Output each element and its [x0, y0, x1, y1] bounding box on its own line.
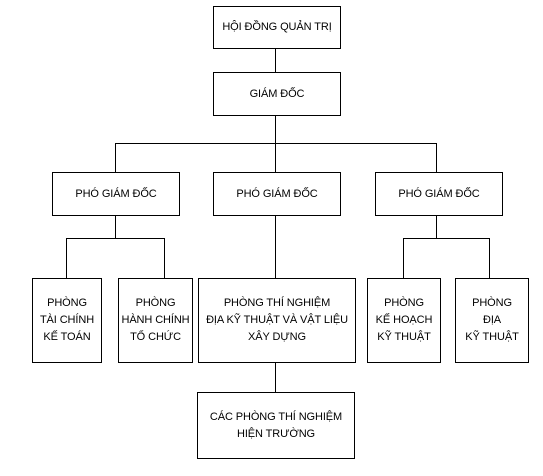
connector-lab-field: [275, 363, 276, 393]
deputy-director-box-right: PHÓ GIÁM ĐỐC: [375, 172, 503, 216]
box-text-line: PHÓ GIÁM ĐỐC: [236, 187, 318, 200]
connector-bus-deputy-center: [275, 143, 276, 173]
box-text-line: GIÁM ĐỐC: [249, 87, 305, 100]
box-text-line: PHÒNG: [47, 297, 87, 309]
box-text-line: PHÓ GIÁM ĐỐC: [398, 187, 480, 200]
box-text-line: ĐỊA KỸ THUẬT VÀ VẬT LIỆU: [206, 314, 348, 326]
finance-accounting-box: PHÒNG TÀI CHÍNH KẾ TOÁN: [32, 278, 102, 363]
box-text-line: KẾ TOÁN: [43, 331, 91, 343]
connector-right-bus-planning: [403, 238, 404, 279]
box-text-line: PHÓ GIÁM ĐỐC: [75, 187, 157, 200]
box-text-line: HỘI ĐỒNG QUẢN TRỊ: [222, 21, 332, 33]
admin-organization-box: PHÒNG HÀNH CHÍNH TỔ CHỨC: [118, 278, 193, 363]
deputy-director-box-center: PHÓ GIÁM ĐỐC: [213, 172, 341, 216]
director-box: GIÁM ĐỐC: [213, 72, 341, 116]
connector-deputy-left-down: [115, 215, 116, 239]
connector-left-bus: [66, 238, 165, 239]
box-text-line: HIỆN TRƯỜNG: [236, 427, 316, 440]
box-text-line: KỸ THUẬT: [465, 331, 519, 343]
box-text-line: XÂY DỰNG: [248, 331, 306, 343]
connector-right-bus-geotech: [489, 238, 490, 279]
connector-bus-deputy-right: [436, 143, 437, 173]
field-labs-box: CÁC PHÒNG THÍ NGHIỆM HIỆN TRƯỜNG: [197, 392, 355, 459]
box-text-line: TỔ CHỨC: [130, 331, 181, 343]
connector-deputy-center-down: [275, 215, 276, 279]
box-text-line: KỸ THUẬT: [377, 331, 431, 343]
box-text-line: PHÒNG: [384, 297, 424, 309]
geotechnical-box: PHÒNG ĐỊA KỸ THUẬT: [455, 278, 529, 363]
connector-director-bus: [275, 115, 276, 144]
box-text-line: PHÒNG: [135, 297, 176, 309]
box-text-line: PHÒNG: [472, 297, 512, 309]
box-text-line: PHÒNG THÍ NGHIỆM: [223, 297, 331, 309]
planning-engineering-box: PHÒNG KẾ HOẠCH KỸ THUẬT: [367, 278, 441, 363]
connector-left-bus-admin: [164, 238, 165, 279]
deputy-director-box-left: PHÓ GIÁM ĐỐC: [52, 172, 180, 216]
connector-left-bus-finance: [66, 238, 67, 279]
connector-board-director: [275, 48, 276, 72]
box-text-line: HÀNH CHÍNH: [121, 314, 190, 326]
connector-deputy-bus: [115, 143, 437, 144]
board-box: HỘI ĐỒNG QUẢN TRỊ: [213, 6, 341, 49]
box-text-line: CÁC PHÒNG THÍ NGHIỆM: [209, 410, 343, 423]
box-text-line: TÀI CHÍNH: [39, 314, 95, 326]
box-text-line: ĐỊA: [482, 314, 502, 326]
lab-department-box: PHÒNG THÍ NGHIỆM ĐỊA KỸ THUẬT VÀ VẬT LIỆU…: [198, 278, 356, 363]
box-text-line: KẾ HOẠCH: [375, 314, 433, 326]
connector-deputy-right-down: [436, 215, 437, 239]
connector-bus-deputy-left: [115, 143, 116, 173]
connector-right-bus: [403, 238, 490, 239]
